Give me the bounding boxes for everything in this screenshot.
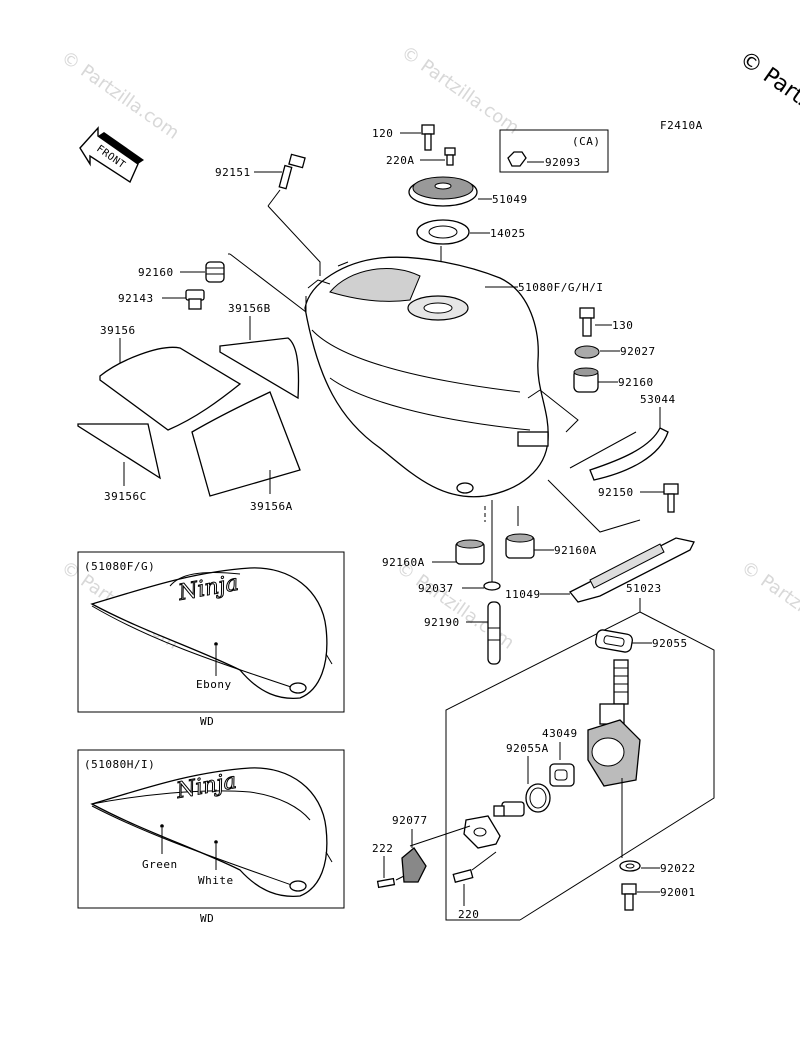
part-220: 220 [458, 908, 479, 921]
pad-39156 [99, 346, 242, 431]
bolt-icon [663, 483, 679, 513]
part-92160-top: 92160 [138, 266, 174, 279]
watermark: © Partzilla.com [57, 47, 183, 144]
pad-39156A [191, 391, 301, 497]
part-92160-right: 92160 [618, 376, 654, 389]
part-130: 130 [612, 319, 633, 332]
hose-icon [487, 601, 501, 665]
trim-strip [589, 427, 669, 481]
part-39156A: 39156A [250, 500, 293, 513]
part-120: 120 [372, 127, 393, 140]
rubber-grommet-icon [573, 367, 599, 393]
inset1-caption: WD [200, 715, 214, 728]
nut-icon [507, 151, 527, 167]
inset2-model: (51080H/I) [84, 758, 155, 771]
fuel-cock-icon [587, 659, 641, 787]
inset2-caption: WD [200, 912, 214, 925]
bracket-11049 [568, 537, 695, 603]
part-51080: 51080F/G/H/I [518, 281, 603, 294]
part-220A: 220A [386, 154, 415, 167]
pad-39156B [219, 337, 300, 400]
ca-box [499, 129, 609, 173]
inset-green-white: (51080H/I) Ninja Green White [77, 749, 345, 909]
pad-39156C [77, 423, 161, 480]
inset-ebony: (51080F/G) Ninja Ebony [77, 551, 345, 713]
washer-icon [574, 345, 600, 359]
part-39156B: 39156B [228, 302, 271, 315]
ca-label: (CA) [572, 135, 601, 148]
screw-icon [452, 869, 474, 883]
screw-icon [376, 877, 396, 889]
part-92037: 92037 [418, 582, 454, 595]
collar-icon [185, 289, 205, 310]
bolt-icon [444, 147, 456, 166]
part-92027: 92027 [620, 345, 656, 358]
clip-icon [483, 581, 501, 591]
fuel-cap-icon [408, 176, 478, 207]
gasket-icon [416, 219, 470, 245]
part-92022: 92022 [660, 862, 696, 875]
inset2-color2: White [198, 874, 234, 887]
rubber-grommet-icon [205, 261, 225, 283]
part-92151: 92151 [215, 166, 251, 179]
part-92190: 92190 [424, 616, 460, 629]
part-92093: 92093 [545, 156, 581, 169]
knob-icon [401, 847, 427, 883]
part-53044: 53044 [640, 393, 676, 406]
part-92055A: 92055A [506, 742, 549, 755]
fuel-tank [304, 256, 549, 498]
part-39156: 39156 [100, 324, 136, 337]
part-92077: 92077 [392, 814, 428, 827]
part-92001: 92001 [660, 886, 696, 899]
rubber-mount-icon [455, 539, 485, 565]
bolt-icon [278, 153, 306, 190]
part-92150: 92150 [598, 486, 634, 499]
part-11049: 11049 [505, 588, 541, 601]
part-92160A-left: 92160A [382, 556, 425, 569]
bolt-icon [621, 883, 637, 911]
part-51049: 51049 [492, 193, 528, 206]
part-92143: 92143 [118, 292, 154, 305]
figure-code: F2410A [660, 119, 703, 132]
part-222: 222 [372, 842, 393, 855]
part-39156C: 39156C [104, 490, 147, 503]
part-14025: 14025 [490, 227, 526, 240]
lever-icon [463, 801, 525, 849]
watermark: © Partzilla.com [737, 557, 800, 654]
inset1-color: Ebony [196, 678, 232, 691]
gasket-icon [595, 629, 633, 653]
copyright-text: © Partzilla.com [735, 46, 800, 164]
part-43049: 43049 [542, 727, 578, 740]
inset1-model: (51080F/G) [84, 560, 155, 573]
inset2-color1: Green [142, 858, 178, 871]
bolt-icon [579, 307, 595, 337]
front-arrow-icon: FRONT [79, 126, 144, 184]
bolt-icon [421, 124, 435, 151]
rubber-mount-icon [505, 533, 535, 559]
part-92160A-right: 92160A [554, 544, 597, 557]
watermark: © Partzilla.com [397, 42, 523, 139]
gasket-icon [549, 763, 575, 787]
part-92055: 92055 [652, 637, 688, 650]
part-51023: 51023 [626, 582, 662, 595]
